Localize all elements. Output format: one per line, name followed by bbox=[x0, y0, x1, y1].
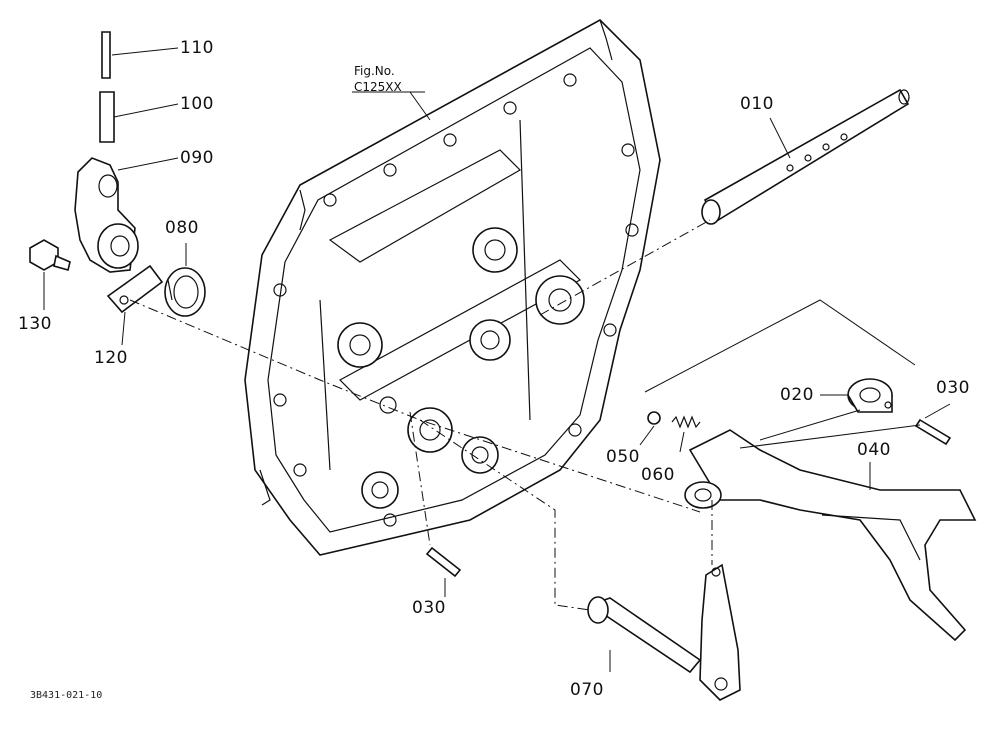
bolt-130 bbox=[29, 239, 71, 271]
seal-080 bbox=[164, 267, 206, 317]
callout-030-lower: 030 bbox=[412, 598, 446, 618]
spring-060 bbox=[671, 415, 701, 429]
callout-040: 040 bbox=[857, 440, 891, 460]
callout-020: 020 bbox=[780, 385, 814, 405]
pin-030-right bbox=[914, 418, 952, 446]
callout-110: 110 bbox=[180, 38, 214, 58]
fig-number: C125XX bbox=[354, 80, 402, 94]
callout-120: 120 bbox=[94, 348, 128, 368]
callout-050: 050 bbox=[606, 447, 640, 467]
callout-070: 070 bbox=[570, 680, 604, 700]
shift-arm-070 bbox=[587, 563, 741, 701]
transmission-case bbox=[244, 19, 661, 556]
callout-060: 060 bbox=[641, 465, 675, 485]
callout-090: 090 bbox=[180, 148, 214, 168]
callout-080: 080 bbox=[165, 218, 199, 238]
pin-030-lower bbox=[425, 546, 462, 578]
pin-110 bbox=[101, 31, 111, 79]
ball-050 bbox=[647, 411, 661, 425]
callout-010: 010 bbox=[740, 94, 774, 114]
callout-030-right: 030 bbox=[936, 378, 970, 398]
fig-label: Fig.No. bbox=[354, 64, 395, 78]
reference-code: 3B431-021-10 bbox=[30, 690, 103, 701]
collar-020 bbox=[847, 378, 893, 413]
bracket-090 bbox=[74, 157, 139, 273]
center-lines bbox=[129, 219, 921, 611]
callout-100: 100 bbox=[180, 94, 214, 114]
leader-lines bbox=[43, 47, 951, 672]
sleeve-100 bbox=[99, 91, 115, 143]
plate-120 bbox=[106, 264, 164, 314]
shift-rod-010 bbox=[701, 88, 910, 225]
callout-130: 130 bbox=[18, 314, 52, 334]
